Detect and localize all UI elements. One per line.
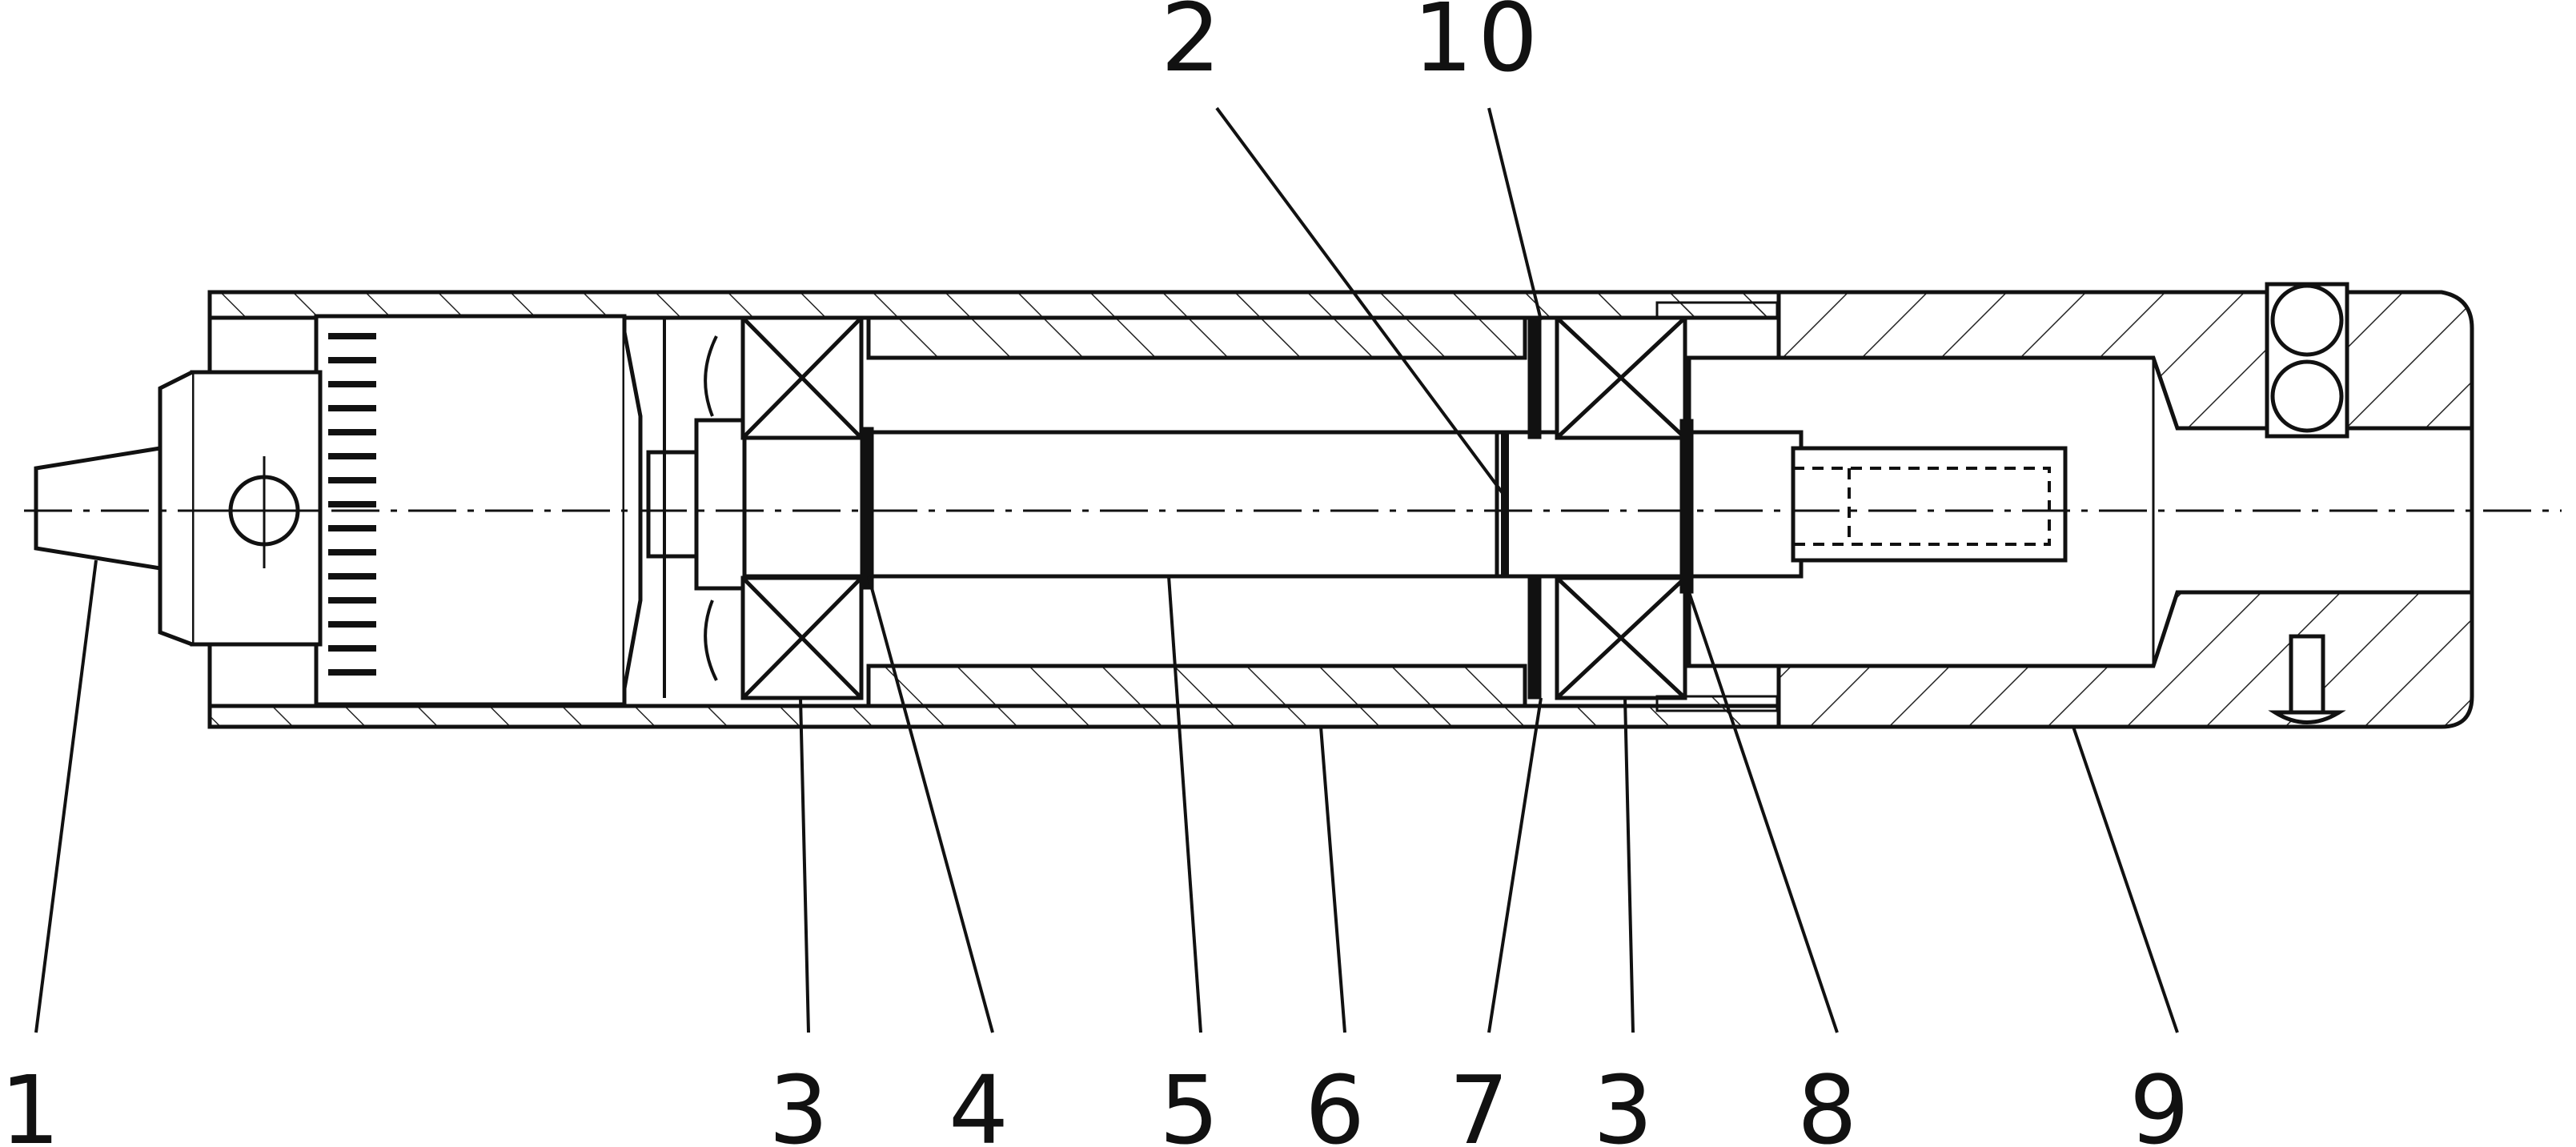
label-9: 9 <box>2129 1055 2194 1147</box>
label-7: 7 <box>1449 1055 1514 1147</box>
label-3-right: 3 <box>1593 1055 1658 1147</box>
label-1: 1 <box>0 1055 65 1147</box>
seal-left <box>663 318 718 698</box>
shaft <box>646 418 2068 591</box>
label-4: 4 <box>949 1055 1013 1147</box>
end-plug <box>1687 282 2474 729</box>
label-8: 8 <box>1797 1055 1862 1147</box>
part-labels: 2 10 1 3 4 5 6 7 3 8 9 <box>0 0 2194 1147</box>
label-6: 6 <box>1305 1055 1370 1147</box>
bearing-right <box>1555 315 1687 700</box>
bearing-left <box>740 315 864 700</box>
label-5: 5 <box>1159 1055 1224 1147</box>
label-2: 2 <box>1161 0 1226 93</box>
seal-ring <box>1501 432 1509 576</box>
label-10: 10 <box>1413 0 1543 93</box>
label-3-left: 3 <box>768 1055 833 1147</box>
retainer-rings <box>860 301 1779 712</box>
housing-tube <box>207 290 1781 729</box>
chuck-teeth <box>328 333 376 676</box>
leader-lines <box>34 106 2179 1033</box>
